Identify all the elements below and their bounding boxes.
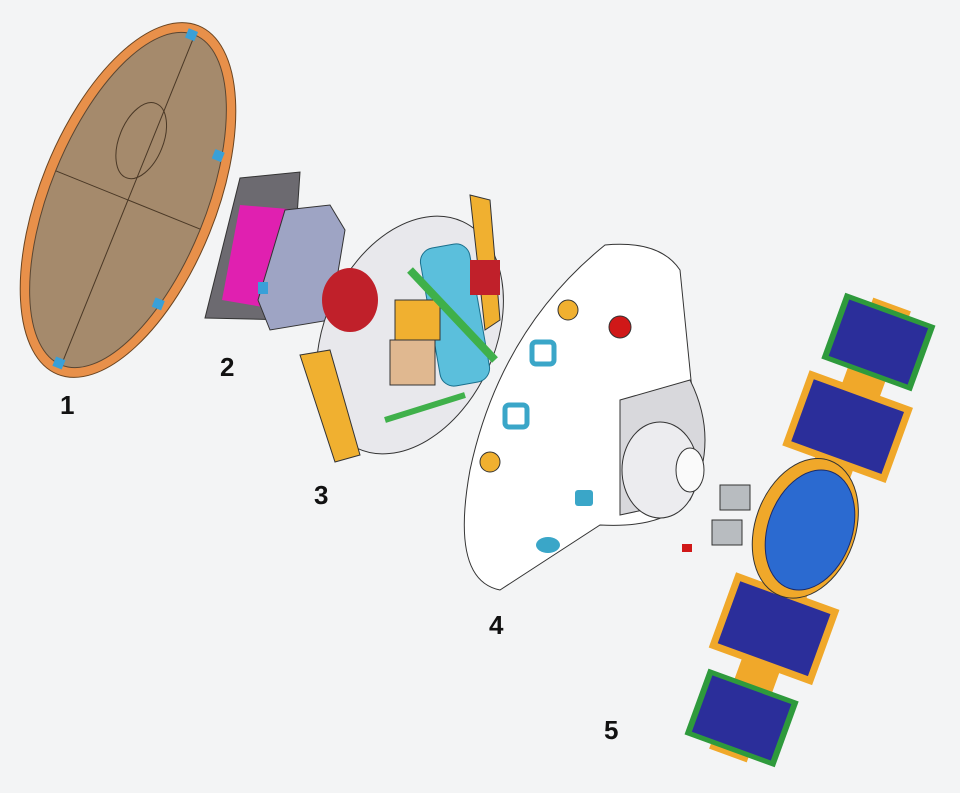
label-5: 5 (604, 715, 619, 745)
label-2: 2 (220, 352, 235, 382)
lander-platform (299, 194, 504, 463)
backshell-capsule (463, 243, 706, 591)
label-4: 4 (489, 610, 504, 640)
label-1: 1 (60, 390, 75, 420)
cruise-stage (682, 292, 936, 768)
heat-shield (19, 22, 237, 378)
label-3: 3 (314, 480, 329, 510)
